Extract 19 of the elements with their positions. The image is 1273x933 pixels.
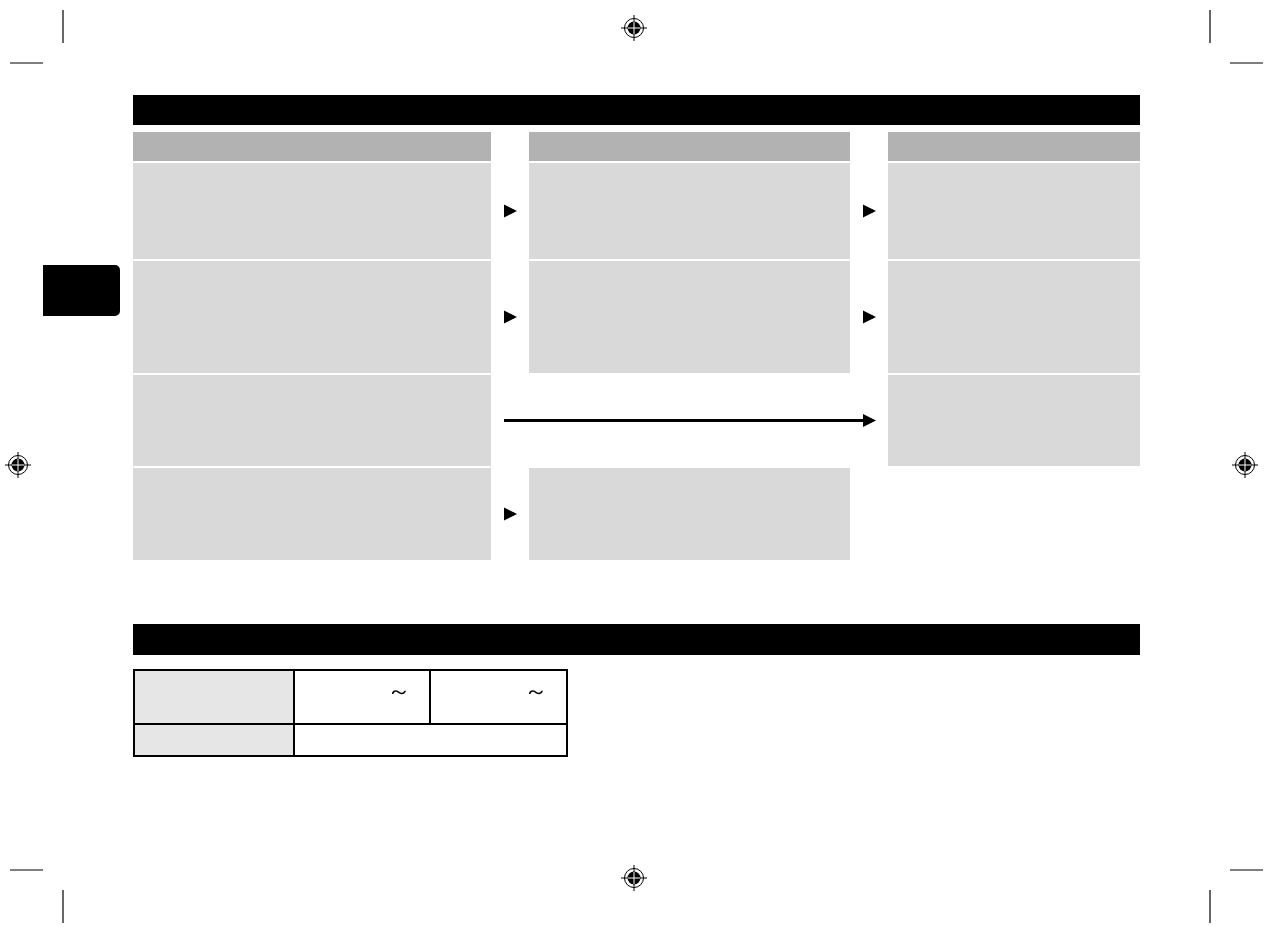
process-box	[888, 163, 1140, 259]
arrow	[504, 507, 517, 521]
process-box	[888, 375, 1140, 466]
arrow	[504, 414, 876, 427]
arrow	[504, 310, 517, 324]
process-box	[133, 163, 491, 259]
process-box	[529, 261, 850, 373]
process-box	[529, 163, 850, 259]
arrow	[863, 310, 876, 324]
process-box	[888, 261, 1140, 373]
arrow	[504, 204, 517, 218]
process-box	[529, 468, 850, 560]
arrow	[863, 204, 876, 218]
tilde-text: ～	[387, 677, 411, 705]
process-box	[133, 261, 491, 373]
side-tab	[43, 265, 120, 316]
process-box	[133, 468, 491, 560]
tilde-text: ～	[524, 677, 548, 705]
process-box	[133, 375, 491, 466]
